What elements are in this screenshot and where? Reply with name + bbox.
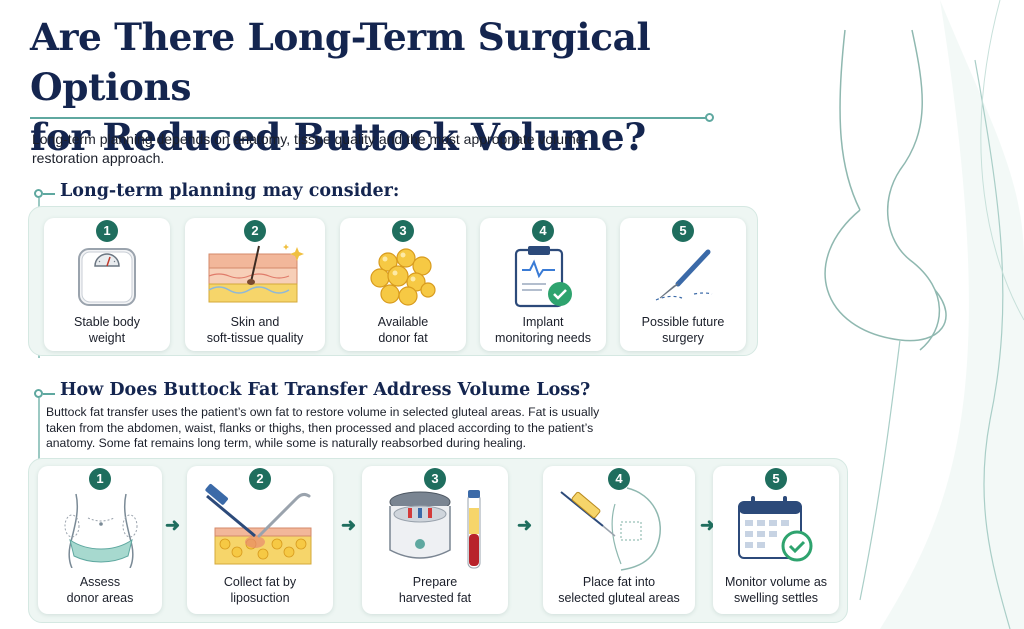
title-line-2: for Reduced Buttock Volume? xyxy=(30,115,646,159)
planning-card-label: Available donor fat xyxy=(377,315,429,345)
step-badge: 3 xyxy=(424,468,446,490)
step-badge: 3 xyxy=(392,220,414,242)
step-badge: 5 xyxy=(672,220,694,242)
planning-card-label: Possible future surgery xyxy=(641,315,725,345)
section-1-bullet xyxy=(34,189,43,198)
fat-step-label: Collect fat by liposuction xyxy=(223,575,297,605)
fat-cells-icon xyxy=(370,248,436,306)
fat-step-label: Assess donor areas xyxy=(66,575,134,605)
planning-card-label: Skin and soft-tissue quality xyxy=(206,315,304,345)
planning-card-label: Implant monitoring needs xyxy=(495,315,591,345)
arrow-right-icon: ➜ xyxy=(341,515,357,535)
centrifuge-icon xyxy=(389,490,481,569)
syringe-injection-icon xyxy=(560,487,661,571)
step-badge: 4 xyxy=(532,220,554,242)
arrow-right-icon: ➜ xyxy=(517,515,533,535)
clipboard-check-icon xyxy=(514,246,572,308)
title-underline-dot xyxy=(705,113,714,122)
step-badge: 5 xyxy=(765,468,787,490)
section-2-connector xyxy=(43,393,55,395)
planning-card-5: 5 Possible future surgery xyxy=(620,218,746,351)
fat-step-card-5: 5 Monitor volume as swelling settles xyxy=(713,466,839,614)
section-1-connector xyxy=(43,193,55,195)
title-line-1: Are There Long-Term Surgical Options xyxy=(30,15,651,109)
page-subtitle: Long-term planning depends on anatomy, t… xyxy=(32,131,589,166)
fat-step-label: Prepare harvested fat xyxy=(398,575,472,605)
step-badge: 4 xyxy=(608,468,630,490)
planning-card-1: 1 Stable body weight xyxy=(44,218,170,351)
fat-transfer-description: Buttock fat transfer uses the patient’s … xyxy=(46,405,600,450)
step-badge: 2 xyxy=(244,220,266,242)
step-badge: 1 xyxy=(96,220,118,242)
planning-card-2: 2 Skin and soft-tissue quality xyxy=(185,218,325,351)
section-1-heading: Long-term planning may consider: xyxy=(60,181,400,201)
arrow-right-icon: ➜ xyxy=(700,515,716,535)
title-underline xyxy=(30,117,710,119)
fat-step-card-4: 4 Place fat into selected gluteal areas xyxy=(543,466,695,614)
fat-step-card-3: 3 Prepare harvested fat xyxy=(362,466,508,614)
section-2-bullet xyxy=(34,389,43,398)
fat-step-card-1: 1 Assess donor areas xyxy=(38,466,162,614)
page-title: Are There Long-Term Surgical Options for… xyxy=(30,12,810,162)
arrow-right-icon: ➜ xyxy=(165,515,181,535)
torso-icon xyxy=(64,493,138,568)
fat-step-label: Monitor volume as swelling settles xyxy=(724,575,828,605)
scalpel-icon xyxy=(655,249,713,301)
planning-card-label: Stable body weight xyxy=(73,315,141,345)
step-badge: 2 xyxy=(249,468,271,490)
skin-layers-icon xyxy=(208,244,304,303)
step-badge: 1 xyxy=(89,468,111,490)
liposuction-icon xyxy=(205,484,312,565)
planning-card-4: 4 Implant monitoring needs xyxy=(480,218,606,351)
scale-icon xyxy=(78,248,136,306)
section-2-heading: How Does Buttock Fat Transfer Address Vo… xyxy=(60,380,591,400)
calendar-check-icon xyxy=(738,496,813,562)
fat-step-card-2: 2 Collect fat by liposuction xyxy=(187,466,333,614)
fat-step-label: Place fat into selected gluteal areas xyxy=(558,575,680,605)
planning-card-3: 3 Available donor fat xyxy=(340,218,466,351)
